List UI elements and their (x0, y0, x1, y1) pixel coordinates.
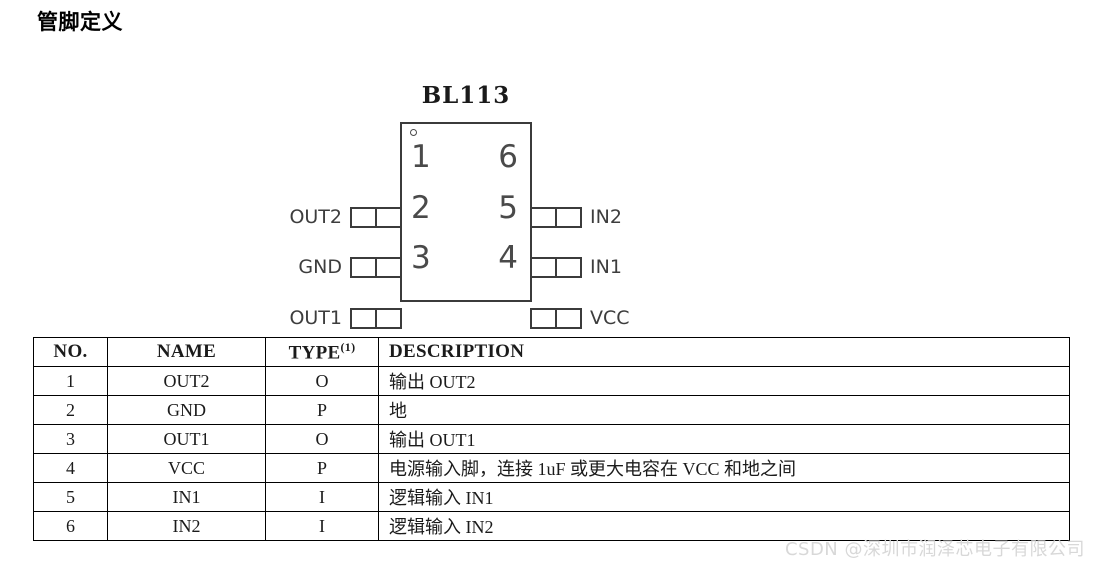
chip-part-number-label: BL113 (421, 82, 511, 109)
cell-name: VCC (107, 453, 266, 483)
pin1-dot-icon (410, 129, 417, 136)
cell-name: OUT1 (107, 424, 266, 454)
cell-type: I (265, 482, 379, 512)
cell-type: O (265, 366, 379, 396)
lead-segment-inner (374, 308, 402, 329)
lead-segment-outer (350, 207, 378, 228)
cell-description: 输出 OUT1 (378, 424, 1070, 454)
pin-label-in1: IN1 (590, 256, 622, 278)
chip-pinout-diagram: BL113 1 2 3 6 5 4 OUT2 GND OUT1 IN2 IN1 (0, 70, 1101, 329)
cell-type: O (265, 424, 379, 454)
pin-number-5: 5 (498, 190, 518, 226)
column-header-type: TYPE(1) (265, 337, 379, 367)
table-row: 4 VCC P 电源输入脚，连接 1uF 或更大电容在 VCC 和地之间 (33, 453, 1070, 483)
cell-no: 2 (33, 395, 108, 425)
column-header-type-text: TYPE (288, 342, 341, 364)
cell-no: 1 (33, 366, 108, 396)
pin-label-out2: OUT2 (289, 206, 342, 228)
cell-no: 3 (33, 424, 108, 454)
cell-type: I (265, 511, 379, 541)
lead-segment-outer (554, 308, 582, 329)
lead-segment-outer (554, 257, 582, 278)
column-header-no: NO. (33, 337, 108, 367)
lead-segment-inner (374, 207, 402, 228)
pin-lead-1 (350, 207, 402, 228)
pin-lead-5 (530, 257, 582, 278)
cell-type: P (265, 453, 379, 483)
pin-number-3: 3 (411, 240, 431, 276)
pin-label-in2: IN2 (590, 206, 622, 228)
table-row: 5 IN1 I 逻辑输入 IN1 (33, 482, 1070, 512)
pin-number-2: 2 (411, 190, 431, 226)
pin-label-gnd: GND (298, 256, 342, 278)
cell-name: IN2 (107, 511, 266, 541)
pin-lead-4 (530, 308, 582, 329)
cell-description: 输出 OUT2 (378, 366, 1070, 396)
table-row: 2 GND P 地 (33, 395, 1070, 425)
table-row: 3 OUT1 O 输出 OUT1 (33, 424, 1070, 454)
lead-segment-inner (530, 207, 558, 228)
table-header-row: NO. NAME TYPE(1) DESCRIPTION (33, 337, 1070, 367)
cell-no: 6 (33, 511, 108, 541)
page-title: 管脚定义 (37, 10, 123, 34)
cell-no: 4 (33, 453, 108, 483)
pin-lead-6 (530, 207, 582, 228)
pin-number-4: 4 (498, 240, 518, 276)
pin-number-6: 6 (498, 139, 518, 175)
lead-segment-inner (530, 257, 558, 278)
cell-name: GND (107, 395, 266, 425)
column-header-type-footnote: (1) (340, 339, 356, 354)
lead-segment-outer (554, 207, 582, 228)
pin-number-1: 1 (411, 139, 431, 175)
chip-body-outline: 1 2 3 6 5 4 (400, 122, 532, 302)
cell-no: 5 (33, 482, 108, 512)
lead-segment-inner (374, 257, 402, 278)
csdn-watermark: CSDN @深圳市润泽芯电子有限公司 (784, 539, 1085, 560)
pin-label-out1: OUT1 (289, 307, 342, 329)
lead-segment-outer (350, 257, 378, 278)
cell-description: 逻辑输入 IN2 (378, 511, 1070, 541)
cell-description: 电源输入脚，连接 1uF 或更大电容在 VCC 和地之间 (378, 453, 1070, 483)
column-header-name: NAME (107, 337, 266, 367)
pin-lead-3 (350, 308, 402, 329)
pin-definition-table: NO. NAME TYPE(1) DESCRIPTION 1 OUT2 O 输出… (33, 337, 1070, 541)
column-header-description: DESCRIPTION (378, 337, 1070, 367)
cell-name: IN1 (107, 482, 266, 512)
table-row: 6 IN2 I 逻辑输入 IN2 (33, 511, 1070, 541)
lead-segment-inner (530, 308, 558, 329)
pin-lead-2 (350, 257, 402, 278)
cell-description: 地 (378, 395, 1070, 425)
lead-segment-outer (350, 308, 378, 329)
cell-type: P (265, 395, 379, 425)
pin-label-vcc: VCC (590, 307, 630, 329)
table-row: 1 OUT2 O 输出 OUT2 (33, 366, 1070, 396)
cell-name: OUT2 (107, 366, 266, 396)
cell-description: 逻辑输入 IN1 (378, 482, 1070, 512)
